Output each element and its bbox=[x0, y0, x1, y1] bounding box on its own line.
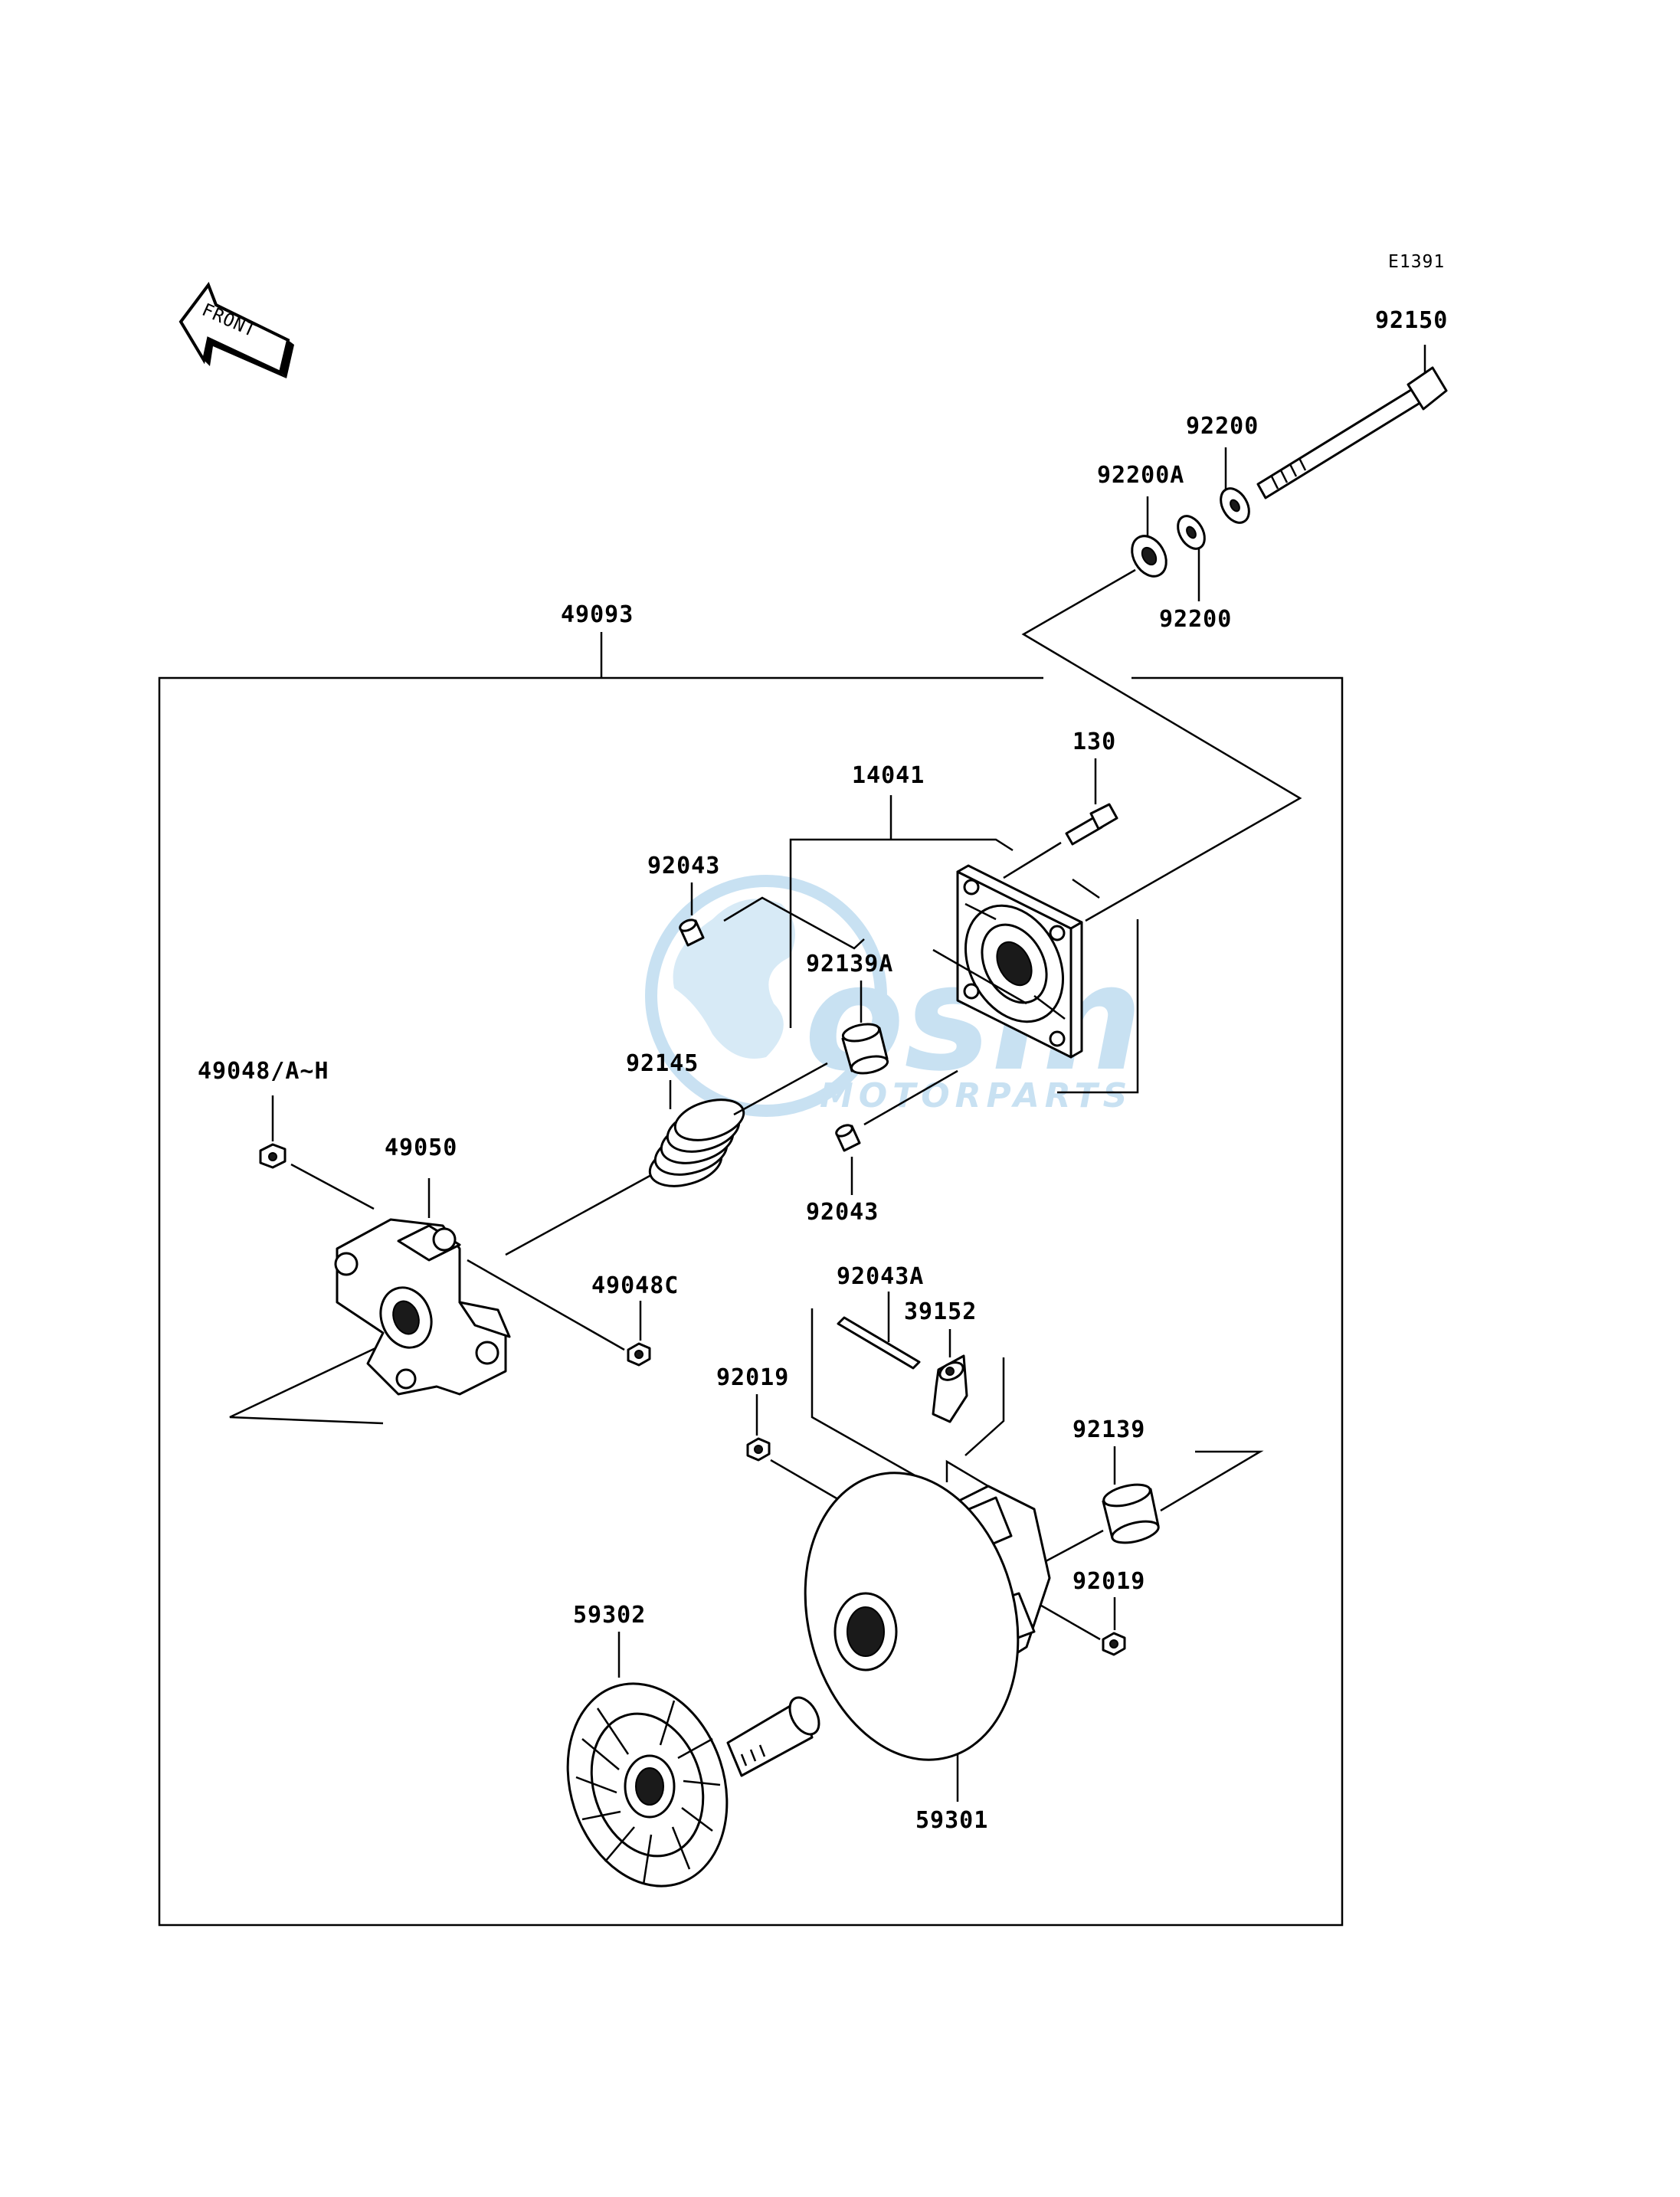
label-92043-bottom: 92043 bbox=[806, 1199, 879, 1226]
watermark-globe-land bbox=[673, 899, 795, 1059]
front-arrow-icon: FRONT bbox=[178, 281, 294, 378]
label-14041: 14041 bbox=[852, 762, 925, 789]
nut-49048C bbox=[627, 1301, 651, 1367]
label-39152: 39152 bbox=[904, 1298, 977, 1325]
washer-92200A bbox=[1131, 496, 1167, 578]
shaft-92043A bbox=[837, 1292, 921, 1370]
label-49048C: 49048C bbox=[591, 1272, 679, 1299]
diagram-code: E1391 bbox=[1388, 252, 1445, 272]
bracket-14041 bbox=[789, 795, 1139, 1094]
spring-92145 bbox=[505, 1062, 828, 1256]
bolt-92150 bbox=[1256, 345, 1448, 499]
washer-92200-bottom bbox=[1177, 515, 1206, 601]
label-49093: 49093 bbox=[561, 601, 634, 628]
spider-49050 bbox=[229, 1178, 625, 1425]
collar-92139 bbox=[1035, 1446, 1264, 1568]
label-92200-bottom: 92200 bbox=[1159, 606, 1232, 633]
leader-92139A-to-housing bbox=[932, 948, 1027, 1005]
label-92145: 92145 bbox=[626, 1050, 699, 1077]
nut-49048-A-H bbox=[259, 1095, 375, 1210]
label-92019-left: 92019 bbox=[716, 1364, 789, 1391]
cover-housing bbox=[956, 864, 1083, 1059]
label-92150: 92150 bbox=[1375, 307, 1448, 334]
label-92200-top: 92200 bbox=[1186, 413, 1259, 440]
label-59302: 59302 bbox=[573, 1602, 646, 1629]
bolt-130 bbox=[1003, 758, 1118, 879]
leader-pins-top bbox=[723, 896, 865, 950]
watermark-subtitle: MOTORPARTS bbox=[820, 1076, 1132, 1115]
washer-92200-top bbox=[1220, 447, 1250, 524]
label-49048-A-H: 49048/A~H bbox=[198, 1058, 329, 1085]
label-92019-right: 92019 bbox=[1073, 1568, 1145, 1595]
pin-92043-top bbox=[679, 882, 705, 947]
label-49050: 49050 bbox=[385, 1135, 457, 1161]
label-59301: 59301 bbox=[915, 1807, 988, 1834]
nut-92019-left bbox=[746, 1394, 866, 1517]
label-130: 130 bbox=[1073, 729, 1116, 755]
label-92139: 92139 bbox=[1073, 1416, 1145, 1443]
fixed-sheave-59302 bbox=[566, 1632, 820, 1888]
label-92043A: 92043A bbox=[837, 1263, 924, 1290]
assembly-box-49093 bbox=[158, 632, 1344, 1927]
pin-92043-bottom bbox=[835, 1069, 958, 1195]
watermark-globe-ring bbox=[645, 875, 887, 1117]
label-92200A: 92200A bbox=[1097, 462, 1184, 489]
movable-sheave-59301 bbox=[804, 1472, 1051, 1802]
weight-39152 bbox=[932, 1329, 968, 1423]
label-92043-top: 92043 bbox=[647, 853, 720, 879]
label-92139A: 92139A bbox=[806, 951, 893, 977]
collar-92139A bbox=[841, 981, 889, 1075]
leader-92200A-to-housing bbox=[1021, 568, 1302, 922]
